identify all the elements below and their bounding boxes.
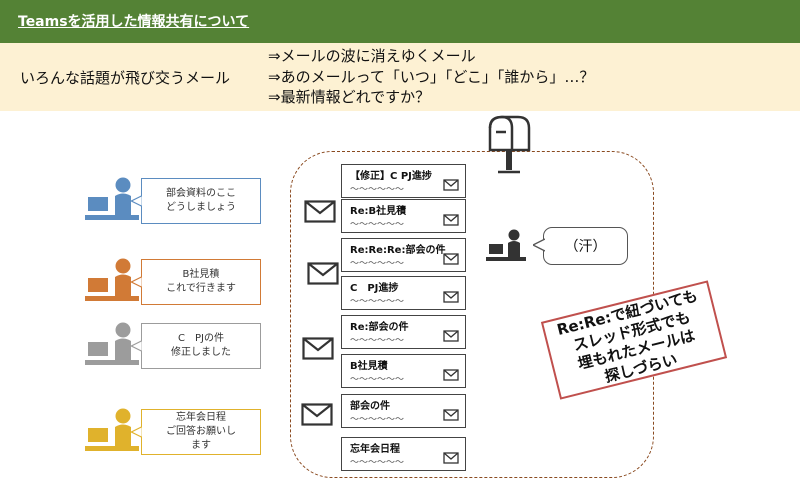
mail-subject: B社見積 [350,361,388,372]
mail-subject: Re:部会の件 [350,322,409,333]
envelope-icon [307,262,339,289]
mail-preview: ～～～～～～ [350,259,405,269]
sender-bubble: 部会資料のここ どうしましょう [131,178,261,224]
mail-preview: ～～～～～～ [350,185,405,195]
problem-lead: いろんな話題が飛び交うメール [20,69,231,87]
envelope-icon [443,250,459,269]
page-title: Teamsを活用した情報共有について [18,14,250,30]
issue-1: ⇒メールの波に消えゆくメール [268,47,476,65]
envelope-icon [443,406,459,425]
mail-subject: 【修正】C PJ進捗 [350,171,432,182]
sender-person-icon [85,408,141,454]
mail-preview: ～～～～～～ [350,375,405,385]
sender-message: C PJの件 修正しました [171,333,231,358]
envelope-icon [302,337,334,364]
reader-reaction: （汗） [564,239,607,255]
envelope-icon [443,449,459,468]
mail-item[interactable]: Re:B社見積 ～～～～～～ [341,199,466,233]
mail-item[interactable]: C PJ進捗 ～～～～～～ [341,276,466,310]
mail-preview: ～～～～～～ [350,220,405,230]
sender-person-icon [85,177,141,223]
envelope-icon [301,403,333,430]
sender-message: 忘年会日程 ご回答お願いし ます [166,412,236,451]
mail-subject: 部会の件 [350,401,390,412]
mailbox-icon [484,114,532,178]
envelope-icon [443,211,459,230]
issue-2: ⇒あのメールって「いつ」「どこ」「誰から」…？ [268,67,595,86]
sender-bubble: B社見積 これで行きます [131,259,261,305]
mail-item[interactable]: 忘年会日程 ～～～～～～ [341,437,466,471]
envelope-icon [304,200,336,227]
mail-subject: C PJ進捗 [350,283,399,294]
sender-person-icon [85,258,141,304]
reader-bubble: （汗） [533,227,628,265]
problem-issues: ⇒メールの波に消えゆくメール ⇒あのメールって「いつ」「どこ」「誰から」…？ ⇒… [268,46,594,108]
sender-person-icon [85,322,141,368]
problem-band: いろんな話題が飛び交うメール ⇒メールの波に消えゆくメール ⇒あのメールって「い… [0,43,800,111]
mail-subject: Re:Re:Re:部会の件 [350,245,446,256]
envelope-icon [443,327,459,346]
mail-item[interactable]: 部会の件 ～～～～～～ [341,394,466,428]
mail-preview: ～～～～～～ [350,415,405,425]
mail-item[interactable]: B社見積 ～～～～～～ [341,354,466,388]
title-bar: Teamsを活用した情報共有について [0,0,800,43]
sender-bubble: C PJの件 修正しました [131,323,261,369]
mail-item[interactable]: 【修正】C PJ進捗 ～～～～～～ [341,164,466,198]
mail-subject: Re:B社見積 [350,206,407,217]
sender-message: B社見積 これで行きます [166,269,236,294]
issue-3: ⇒最新情報どれですか？ [268,88,431,106]
envelope-icon [443,176,459,195]
mail-subject: 忘年会日程 [350,444,400,455]
mail-preview: ～～～～～～ [350,458,405,468]
mail-item[interactable]: Re:部会の件 ～～～～～～ [341,315,466,349]
reader-person-icon [486,229,528,269]
sender-message: 部会資料のここ どうしましょう [166,188,236,213]
sender-bubble: 忘年会日程 ご回答お願いし ます [131,409,261,455]
envelope-icon [443,288,459,307]
mail-item[interactable]: Re:Re:Re:部会の件 ～～～～～～ [341,238,466,272]
envelope-icon [443,366,459,385]
mail-preview: ～～～～～～ [350,297,405,307]
mail-preview: ～～～～～～ [350,336,405,346]
